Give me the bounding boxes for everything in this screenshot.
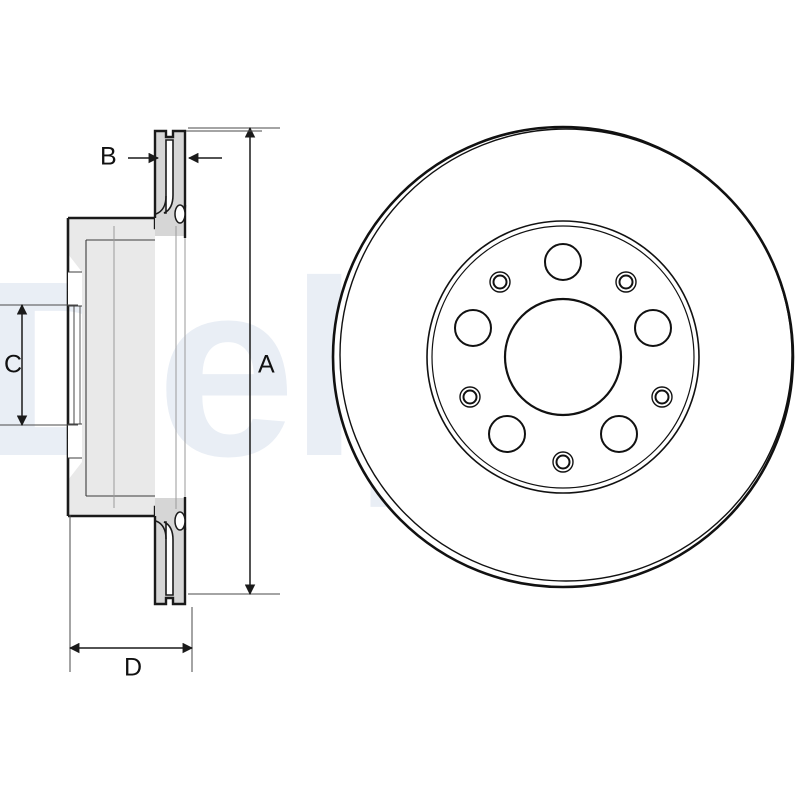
wheel-bolt-hole [454, 309, 492, 347]
hat-bolt-gap-upper [68, 272, 82, 306]
disc-hat-inner-circle [431, 225, 695, 489]
wheel-bolt-hole [600, 415, 638, 453]
locating-hole [459, 386, 481, 408]
cross-section-view [66, 129, 187, 606]
hat-bolt-gap-lower-edges [68, 423, 82, 459]
disc-outer-rim-line [339, 128, 793, 582]
dim-c-label: C [4, 351, 22, 379]
dimension-b: B [100, 130, 262, 171]
dimension-a: A [188, 126, 280, 596]
hat-bolt-gap-upper-edges [68, 271, 82, 307]
ring-bolt-hole-lower [174, 511, 186, 531]
wheel-bolt-hole [488, 415, 526, 453]
wheel-bolt-hole [544, 243, 582, 281]
disc-face-view [331, 125, 795, 589]
dim-b-label: B [100, 143, 117, 171]
hat-bolt-gap-lower [68, 424, 82, 458]
disc-centre-bore [503, 297, 623, 417]
locating-hole [489, 271, 511, 293]
dim-a-label: A [258, 351, 275, 379]
wheel-bolt-hole [634, 309, 672, 347]
locating-hole [615, 271, 637, 293]
dim-d-label: D [124, 654, 142, 682]
locating-hole [651, 386, 673, 408]
ring-bolt-hole-upper [174, 204, 186, 224]
ring-to-hat-lower-fill [155, 498, 185, 516]
dimension-c: C [0, 303, 78, 427]
dimension-d: D [68, 515, 194, 682]
friction-ring-lower-vane-inner [155, 520, 167, 540]
hat-body-fill [68, 218, 155, 516]
locating-hole [552, 451, 574, 473]
friction-ring-upper-vane-inner [155, 195, 167, 215]
disc-hat-outer-circle [426, 220, 700, 494]
